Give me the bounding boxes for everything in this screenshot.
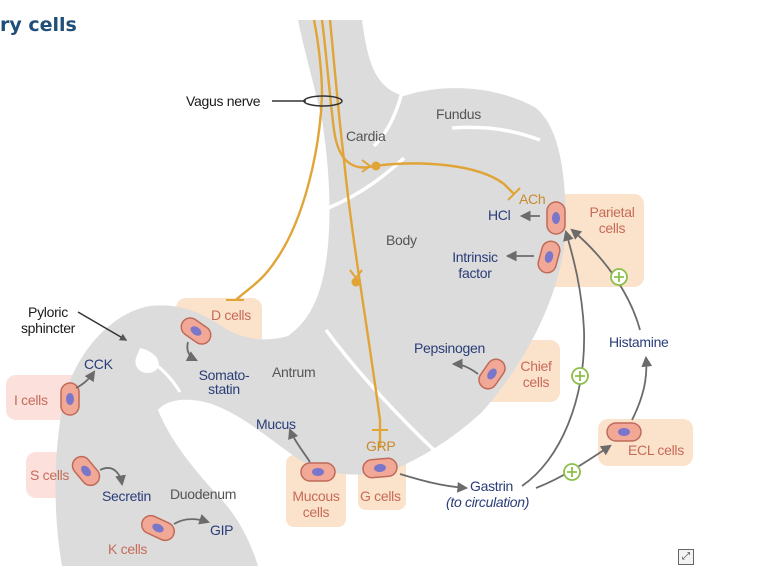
plus-icon <box>571 367 589 385</box>
duodenum-label: Duodenum <box>170 486 237 502</box>
cardia-label: Cardia <box>346 128 386 144</box>
cck-label: CCK <box>84 356 113 372</box>
hcl-label: HCl <box>488 207 511 223</box>
ecl-cells-label: ECL cells <box>628 442 684 458</box>
s-cell <box>71 455 101 487</box>
parietal-cells-label: Parietal cells <box>580 204 644 236</box>
parietal-line2: cells <box>598 220 626 236</box>
vagus-nerve-fibers <box>235 19 515 448</box>
antrum-label: Antrum <box>272 364 316 380</box>
mucous-line1: Mucous <box>292 488 340 504</box>
gastrin-note: (to circulation) <box>446 494 530 510</box>
parietal-line1: Parietal <box>589 204 635 220</box>
chief-line1: Chief <box>520 358 552 374</box>
k-cells-label: K cells <box>108 541 148 557</box>
s-cells-label: S cells <box>30 467 70 483</box>
somatostatin-line2: statin <box>208 381 240 397</box>
histamine-label: Histamine <box>609 334 669 350</box>
mucous-cell <box>300 462 336 482</box>
stimulation-plus-icons <box>563 268 628 481</box>
chief-cell <box>478 358 506 390</box>
g-cell <box>362 457 398 479</box>
body-label: Body <box>386 232 417 248</box>
expand-icon[interactable]: ⤢ <box>678 549 694 565</box>
g-cells-label: G cells <box>360 488 401 504</box>
nerve-terminals <box>226 159 521 431</box>
secretin-label: Secretin <box>102 488 151 504</box>
plus-icon <box>563 463 581 481</box>
intrinsic-line1: Intrinsic <box>452 249 498 265</box>
chief-cells-label: Chief cells <box>512 358 560 390</box>
d-cells-label: D cells <box>211 307 251 323</box>
page-title: ry cells <box>0 14 77 36</box>
k-cell <box>140 514 176 542</box>
mucous-line2: cells <box>302 504 330 520</box>
parietal-cell-upper <box>546 201 566 235</box>
plus-icon <box>610 268 628 286</box>
mucous-cells-label: Mucous cells <box>286 488 346 520</box>
pyloric-leader-line <box>77 311 128 341</box>
i-cell <box>60 382 80 416</box>
parietal-box <box>544 194 644 287</box>
intrinsic-line2: factor <box>458 265 492 281</box>
pepsinogen-label: Pepsinogen <box>414 340 485 356</box>
somatostatin-label: Somato- statin <box>190 368 258 396</box>
cells <box>60 201 642 542</box>
pyloric-line2: sphincter <box>20 320 76 336</box>
pyloric-sphincter-label: Pyloric sphincter <box>16 304 80 336</box>
chief-line2: cells <box>522 374 550 390</box>
gip-label: GIP <box>210 522 234 538</box>
parietal-cell-lower <box>537 240 561 274</box>
grp-label: GRP <box>366 438 396 454</box>
gastrin-label: Gastrin <box>470 478 514 494</box>
ecl-cell <box>606 422 642 442</box>
mucus-label: Mucus <box>256 416 296 432</box>
vagus-nerve-label: Vagus nerve <box>186 93 261 109</box>
pyloric-line1: Pyloric <box>28 304 68 320</box>
fundus-label: Fundus <box>436 106 481 122</box>
d-cell <box>180 317 212 345</box>
ach-label: ACh <box>519 191 546 207</box>
stomach-outline <box>55 20 566 566</box>
i-cells-label: I cells <box>14 392 48 408</box>
intrinsic-factor-label: Intrinsic factor <box>444 249 506 281</box>
somatostatin-line1: Somato- <box>198 367 250 383</box>
